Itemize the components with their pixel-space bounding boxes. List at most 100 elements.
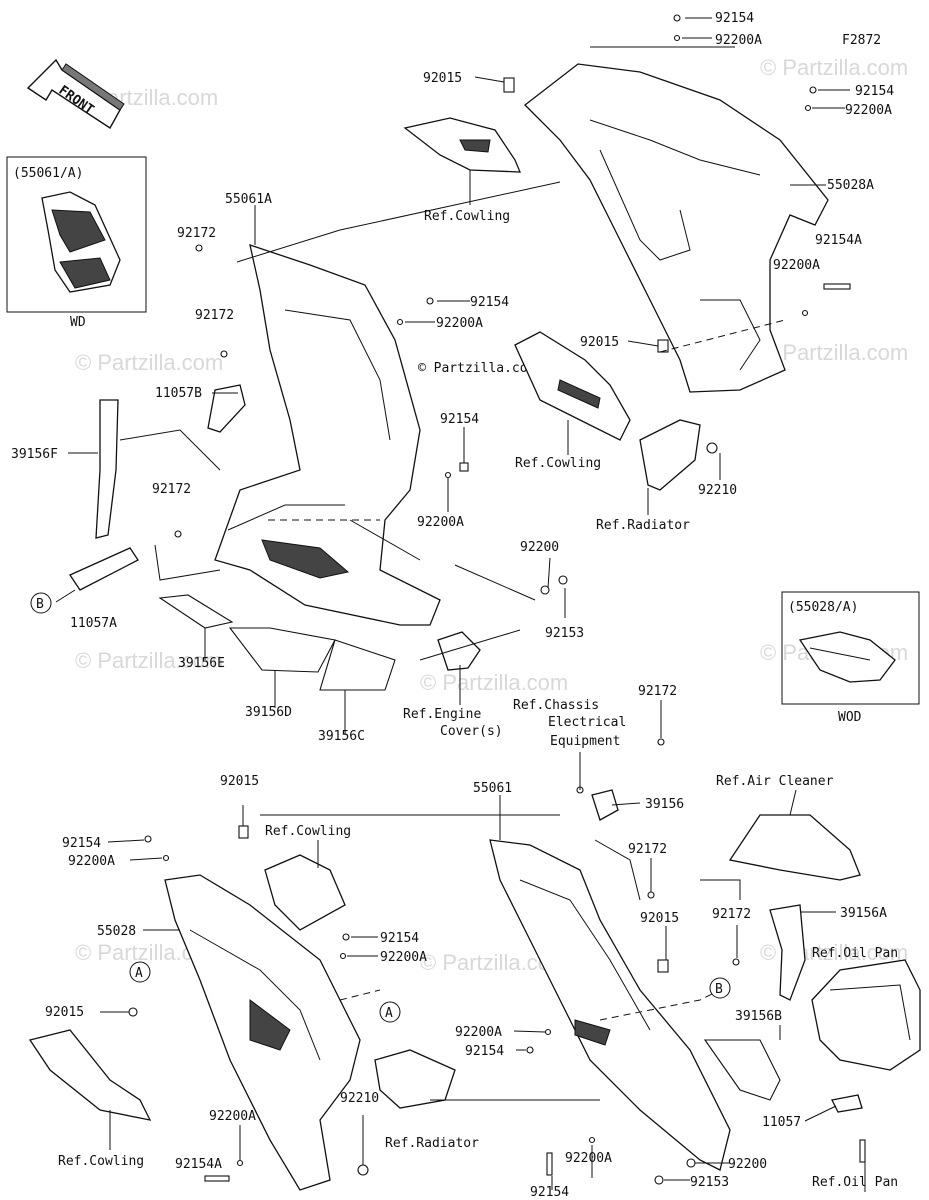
label-ref-radiator: Ref.Radiator — [596, 518, 690, 533]
label-92172: 92172 — [712, 907, 751, 922]
pad-39156B — [703, 1039, 781, 1101]
label-92200A: 92200A — [209, 1109, 256, 1124]
svg-text:B: B — [36, 597, 44, 612]
watermark: © Partzilla.com — [760, 340, 908, 365]
svg-text:A: A — [135, 966, 143, 981]
label-92210: 92210 — [340, 1091, 379, 1106]
lower-cowl-middle — [489, 839, 731, 1171]
ref-oil-pan — [811, 959, 921, 1071]
label-92154: 92154 — [380, 931, 419, 946]
front-arrow-icon: FRONT — [26, 58, 125, 129]
label-92200A: 92200A — [436, 316, 483, 331]
label-92154: 92154 — [440, 412, 479, 427]
label-92154: 92154 — [715, 11, 754, 26]
label-55061: 55061 — [473, 781, 512, 796]
label-92172: 92172 — [628, 842, 667, 857]
label-39156F: 39156F — [11, 447, 58, 462]
label-ref-chassis-electrical: Electrical — [548, 715, 626, 730]
label-92200A: 92200A — [380, 950, 427, 965]
label-92154A: 92154A — [175, 1157, 222, 1172]
bracket-11057 — [831, 1094, 863, 1113]
label-ref-chassis-equipment: Equipment — [550, 734, 620, 749]
svg-text:WOD: WOD — [838, 710, 862, 725]
label-92200A: 92200A — [715, 33, 762, 48]
label-92015: 92015 — [45, 1005, 84, 1020]
copyright: © Partzilla.com — [418, 361, 536, 376]
ref-radiator-1 — [639, 419, 701, 491]
bracket-39156A — [769, 904, 806, 1001]
ref-cowling-detail-1 — [459, 139, 491, 153]
label-92200A: 92200A — [845, 103, 892, 118]
ref-cowling-piece-4 — [264, 854, 346, 931]
pad-39156C — [319, 639, 396, 691]
middle-cowl-left — [214, 244, 441, 626]
callout-a-mid: A — [379, 1001, 401, 1023]
label-92154: 92154 — [465, 1044, 504, 1059]
label-92200: 92200 — [520, 540, 559, 555]
label-55061A: 55061A — [225, 192, 272, 207]
label-ref-cowling: Ref.Cowling — [58, 1154, 144, 1169]
label-92200: 92200 — [728, 1157, 767, 1172]
label-ref-engine: Ref.Engine — [403, 707, 481, 722]
svg-text:WD: WD — [70, 315, 86, 330]
label-92015: 92015 — [220, 774, 259, 789]
assembly-lines — [119, 319, 786, 1101]
label-39156E: 39156E — [178, 656, 225, 671]
label-92154: 92154 — [530, 1185, 569, 1200]
label-92200A: 92200A — [417, 515, 464, 530]
label-92172: 92172 — [638, 684, 677, 699]
label-92015: 92015 — [423, 71, 462, 86]
label-39156B: 39156B — [735, 1009, 782, 1024]
callout-b-left: B — [30, 592, 52, 614]
ref-cowling-piece-3 — [28, 1029, 152, 1121]
label-92154: 92154 — [62, 836, 101, 851]
svg-text:A: A — [385, 1006, 393, 1021]
label-11057B: 11057B — [155, 386, 202, 401]
callout-a-top: A — [129, 961, 151, 983]
label-92015: 92015 — [580, 335, 619, 350]
label-55028A: 55028A — [827, 178, 874, 193]
part-labels: 92154 92200A 92015 92154 92200A 55028A R… — [11, 11, 898, 1200]
label-ref-engine-covers: Cover(s) — [440, 724, 503, 739]
watermark: © Partzilla.com — [760, 55, 908, 80]
watermark: © Partzilla.com — [75, 648, 223, 673]
figure-code: F2872 — [842, 33, 881, 48]
label-92015: 92015 — [640, 911, 679, 926]
bracket-11057B — [207, 384, 246, 433]
label-55028: 55028 — [97, 924, 136, 939]
label-ref-cowling: Ref.Cowling — [424, 209, 510, 224]
label-ref-cowling: Ref.Cowling — [265, 824, 351, 839]
label-92154: 92154 — [470, 295, 509, 310]
pad-39156D — [228, 627, 336, 673]
watermark: © Partzilla.com — [75, 350, 223, 375]
ref-engine-cover — [437, 631, 481, 671]
watermark: © Partzilla.com — [420, 670, 568, 695]
bracket-39156F — [95, 399, 119, 539]
svg-text:B: B — [715, 982, 723, 997]
pad-39156E — [158, 594, 234, 629]
label-39156C: 39156C — [318, 729, 365, 744]
label-92153: 92153 — [690, 1175, 729, 1190]
watermark-layer: © Partzilla.com © Partzilla.com © Partzi… — [70, 55, 908, 975]
label-11057: 11057 — [762, 1115, 801, 1130]
inset-wod: (55028/A) WOD — [781, 591, 920, 725]
label-11057A: 11057A — [70, 616, 117, 631]
label-92153: 92153 — [545, 626, 584, 641]
upper-cowl-right — [524, 63, 829, 393]
label-39156: 39156 — [645, 797, 684, 812]
leader-lines — [55, 17, 866, 1192]
label-92154A: 92154A — [815, 233, 862, 248]
hardware-layer — [128, 14, 866, 1185]
ref-radiator-2 — [374, 1049, 456, 1109]
ref-cowling-detail-2 — [557, 379, 601, 409]
label-ref-air-cleaner: Ref.Air Cleaner — [716, 774, 834, 789]
label-92200A: 92200A — [455, 1025, 502, 1040]
bracket-11057A — [69, 547, 139, 591]
callout-b-right: B — [709, 977, 731, 999]
label-ref-oil-pan: Ref.Oil Pan — [812, 946, 898, 961]
inset-wd: (55061/A) WD — [6, 156, 147, 330]
svg-text:(55028/A): (55028/A) — [788, 600, 858, 615]
label-92210: 92210 — [698, 483, 737, 498]
bracket-39156 — [591, 789, 619, 821]
